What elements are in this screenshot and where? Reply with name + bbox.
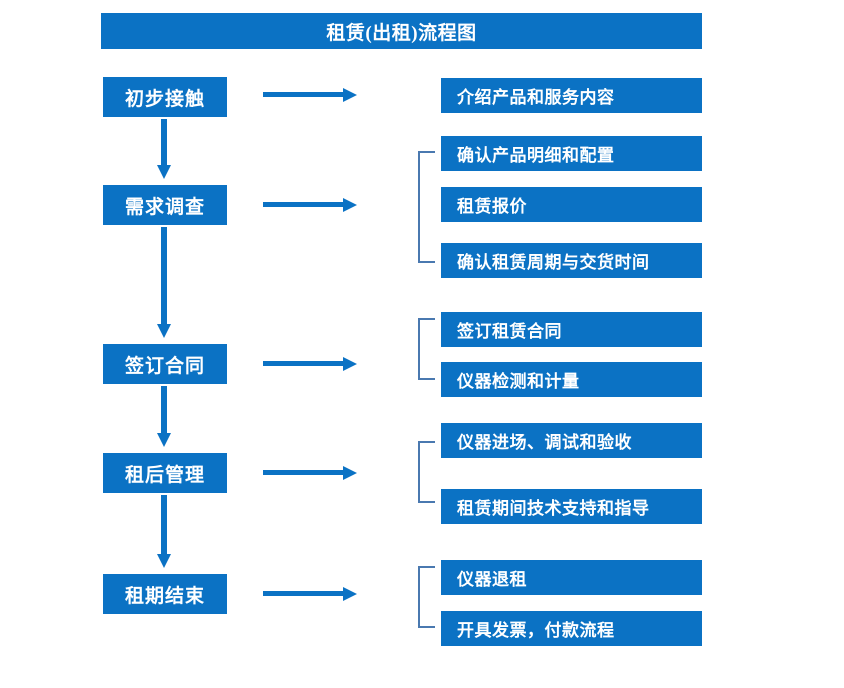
arrow-right-需求调查 (263, 196, 358, 214)
arrow-down-需求调查-to-签订合同 (155, 227, 173, 340)
arrow-down-签订合同-to-租后管理 (155, 386, 173, 449)
stage-box-租期结束[interactable]: 租期结束 (103, 574, 227, 614)
detail-box-介绍产品和服务内容[interactable]: 介绍产品和服务内容 (441, 78, 702, 113)
bracket-group-签订合同 (418, 318, 435, 380)
stage-box-需求调查[interactable]: 需求调查 (103, 185, 227, 225)
detail-box-仪器进场调试和验收[interactable]: 仪器进场、调试和验收 (441, 423, 702, 458)
detail-box-租赁报价[interactable]: 租赁报价 (441, 187, 702, 222)
arrow-right-签订合同 (263, 355, 358, 373)
detail-box-确认产品明细和配置[interactable]: 确认产品明细和配置 (441, 136, 702, 171)
bracket-group-需求调查 (418, 151, 435, 263)
bracket-group-租后管理 (418, 441, 435, 503)
detail-box-租赁期间技术支持和指导[interactable]: 租赁期间技术支持和指导 (441, 489, 702, 524)
bracket-group-租期结束 (418, 566, 435, 628)
arrow-down-初步接触-to-需求调查 (155, 119, 173, 181)
arrow-right-初步接触 (263, 86, 358, 104)
arrow-right-租期结束 (263, 585, 358, 603)
detail-box-签订租赁合同[interactable]: 签订租赁合同 (441, 312, 702, 347)
detail-box-开具发票付款流程[interactable]: 开具发票，付款流程 (441, 611, 702, 646)
stage-box-初步接触[interactable]: 初步接触 (103, 77, 227, 117)
arrow-down-租后管理-to-租期结束 (155, 495, 173, 570)
detail-box-仪器检测和计量[interactable]: 仪器检测和计量 (441, 362, 702, 397)
detail-box-确认租赁周期与交货时间[interactable]: 确认租赁周期与交货时间 (441, 243, 702, 278)
detail-box-仪器退租[interactable]: 仪器退租 (441, 560, 702, 595)
stage-box-签订合同[interactable]: 签订合同 (103, 344, 227, 384)
stage-box-租后管理[interactable]: 租后管理 (103, 453, 227, 493)
chart-title: 租赁(出租)流程图 (101, 13, 702, 49)
arrow-right-租后管理 (263, 464, 358, 482)
